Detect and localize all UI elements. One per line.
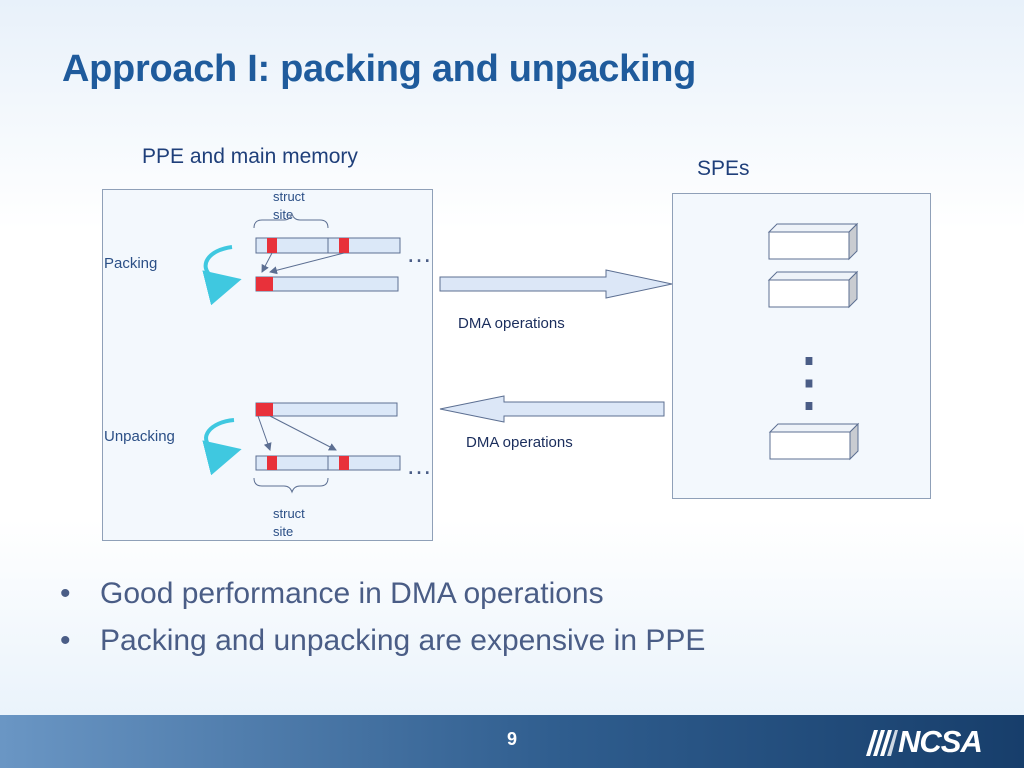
- struct-site-label-top: struct site: [273, 189, 305, 222]
- dma-label-top: DMA operations: [458, 315, 565, 332]
- packing-source-field-1: [267, 238, 277, 253]
- dma-arrow-left: [439, 395, 665, 423]
- spe-heading: SPEs: [697, 157, 750, 180]
- unpacking-arrow-2: [269, 415, 337, 451]
- page-number: 9: [506, 729, 517, 749]
- spe-unit: [768, 422, 860, 461]
- packing-source-array: [255, 237, 401, 254]
- packing-arrow-2: [269, 252, 345, 275]
- packing-arrow-1: [261, 252, 273, 273]
- ppe-heading: PPE and main memory: [142, 145, 358, 168]
- bullet-text: Good performance in DMA operations: [100, 577, 604, 610]
- unpacking-packed-array: [255, 402, 398, 417]
- unpack-dest-field-2: [339, 456, 349, 470]
- packed-field: [256, 277, 273, 291]
- bullet-text: Packing and unpacking are expensive in P…: [100, 624, 706, 657]
- unpack-packed-field: [256, 403, 273, 416]
- bullet-item: • Packing and unpacking are expensive in …: [60, 617, 705, 664]
- bullet-list: • Good performance in DMA operations • Pac…: [60, 570, 705, 664]
- ncsa-logo-icon: [866, 730, 898, 756]
- unpack-dest-field-1: [267, 456, 277, 470]
- dma-arrow-right: [439, 269, 673, 299]
- ellipsis-top: …: [406, 238, 432, 268]
- struct-site-brace-bottom: [253, 477, 329, 494]
- spe-unit: [767, 270, 859, 309]
- unpacking-arrow-1: [257, 415, 272, 451]
- bullet-dot: •: [60, 624, 71, 657]
- slide-title: Approach I: packing and unpacking: [62, 48, 697, 90]
- unpacking-label: Unpacking: [104, 428, 175, 445]
- unpacking-dest-array: [255, 455, 401, 471]
- spe-vertical-dots: ⋮: [776, 344, 842, 418]
- dma-label-bottom: DMA operations: [466, 434, 573, 451]
- packing-label: Packing: [104, 255, 158, 272]
- bullet-dot: •: [60, 577, 71, 610]
- ncsa-logo-text: NCSA: [898, 724, 983, 759]
- ellipsis-bottom: …: [406, 450, 432, 480]
- footer-bar: 9 NCSA: [0, 715, 1024, 768]
- unpacking-curved-arrow: [202, 418, 242, 476]
- packing-curved-arrow: [202, 245, 242, 306]
- ncsa-logo: NCSA: [864, 724, 1014, 759]
- bullet-item: • Good performance in DMA operations: [60, 570, 705, 617]
- packing-packed-array: [255, 276, 399, 292]
- spe-unit: [767, 222, 859, 261]
- packing-source-field-2: [339, 238, 349, 253]
- struct-site-label-bottom: struct site: [273, 506, 305, 539]
- struct-site-brace-top: [253, 212, 329, 229]
